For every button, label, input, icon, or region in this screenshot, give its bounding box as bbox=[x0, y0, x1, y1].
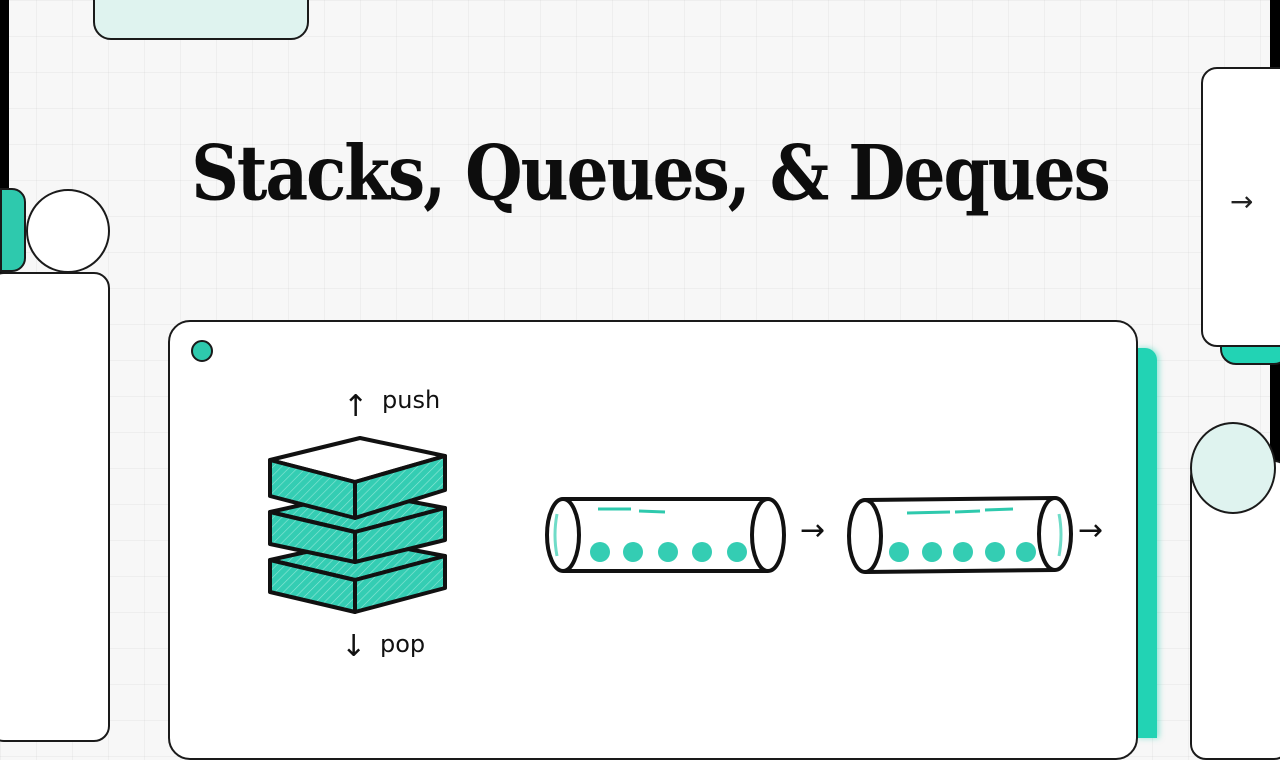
left-decorative-circle bbox=[26, 189, 110, 273]
arrow-down-icon: ↓ bbox=[341, 629, 367, 664]
left-teal-pill bbox=[0, 188, 26, 272]
stack-illustration bbox=[268, 436, 447, 614]
stack-layer-top bbox=[268, 436, 447, 520]
queue-tube-1 bbox=[545, 497, 786, 573]
right-next-card[interactable] bbox=[1201, 67, 1280, 347]
queue-tube-2 bbox=[847, 496, 1073, 574]
main-card-teal-edge bbox=[1135, 348, 1157, 738]
top-decorative-card bbox=[93, 0, 309, 40]
card-status-dot bbox=[191, 340, 213, 362]
pop-label: pop bbox=[380, 630, 426, 658]
push-label: push bbox=[382, 386, 441, 414]
queue-connector-arrow-icon: → bbox=[800, 513, 826, 548]
page-title: Stacks, Queues, & Deques bbox=[191, 128, 1111, 218]
queue-output-arrow-icon: → bbox=[1078, 513, 1104, 548]
arrow-up-icon: ↑ bbox=[343, 389, 369, 424]
right-decorative-circle bbox=[1190, 422, 1276, 514]
arrow-right-icon[interactable]: → bbox=[1230, 185, 1254, 218]
left-decorative-card bbox=[0, 272, 110, 742]
right-decorative-column bbox=[1190, 460, 1280, 760]
